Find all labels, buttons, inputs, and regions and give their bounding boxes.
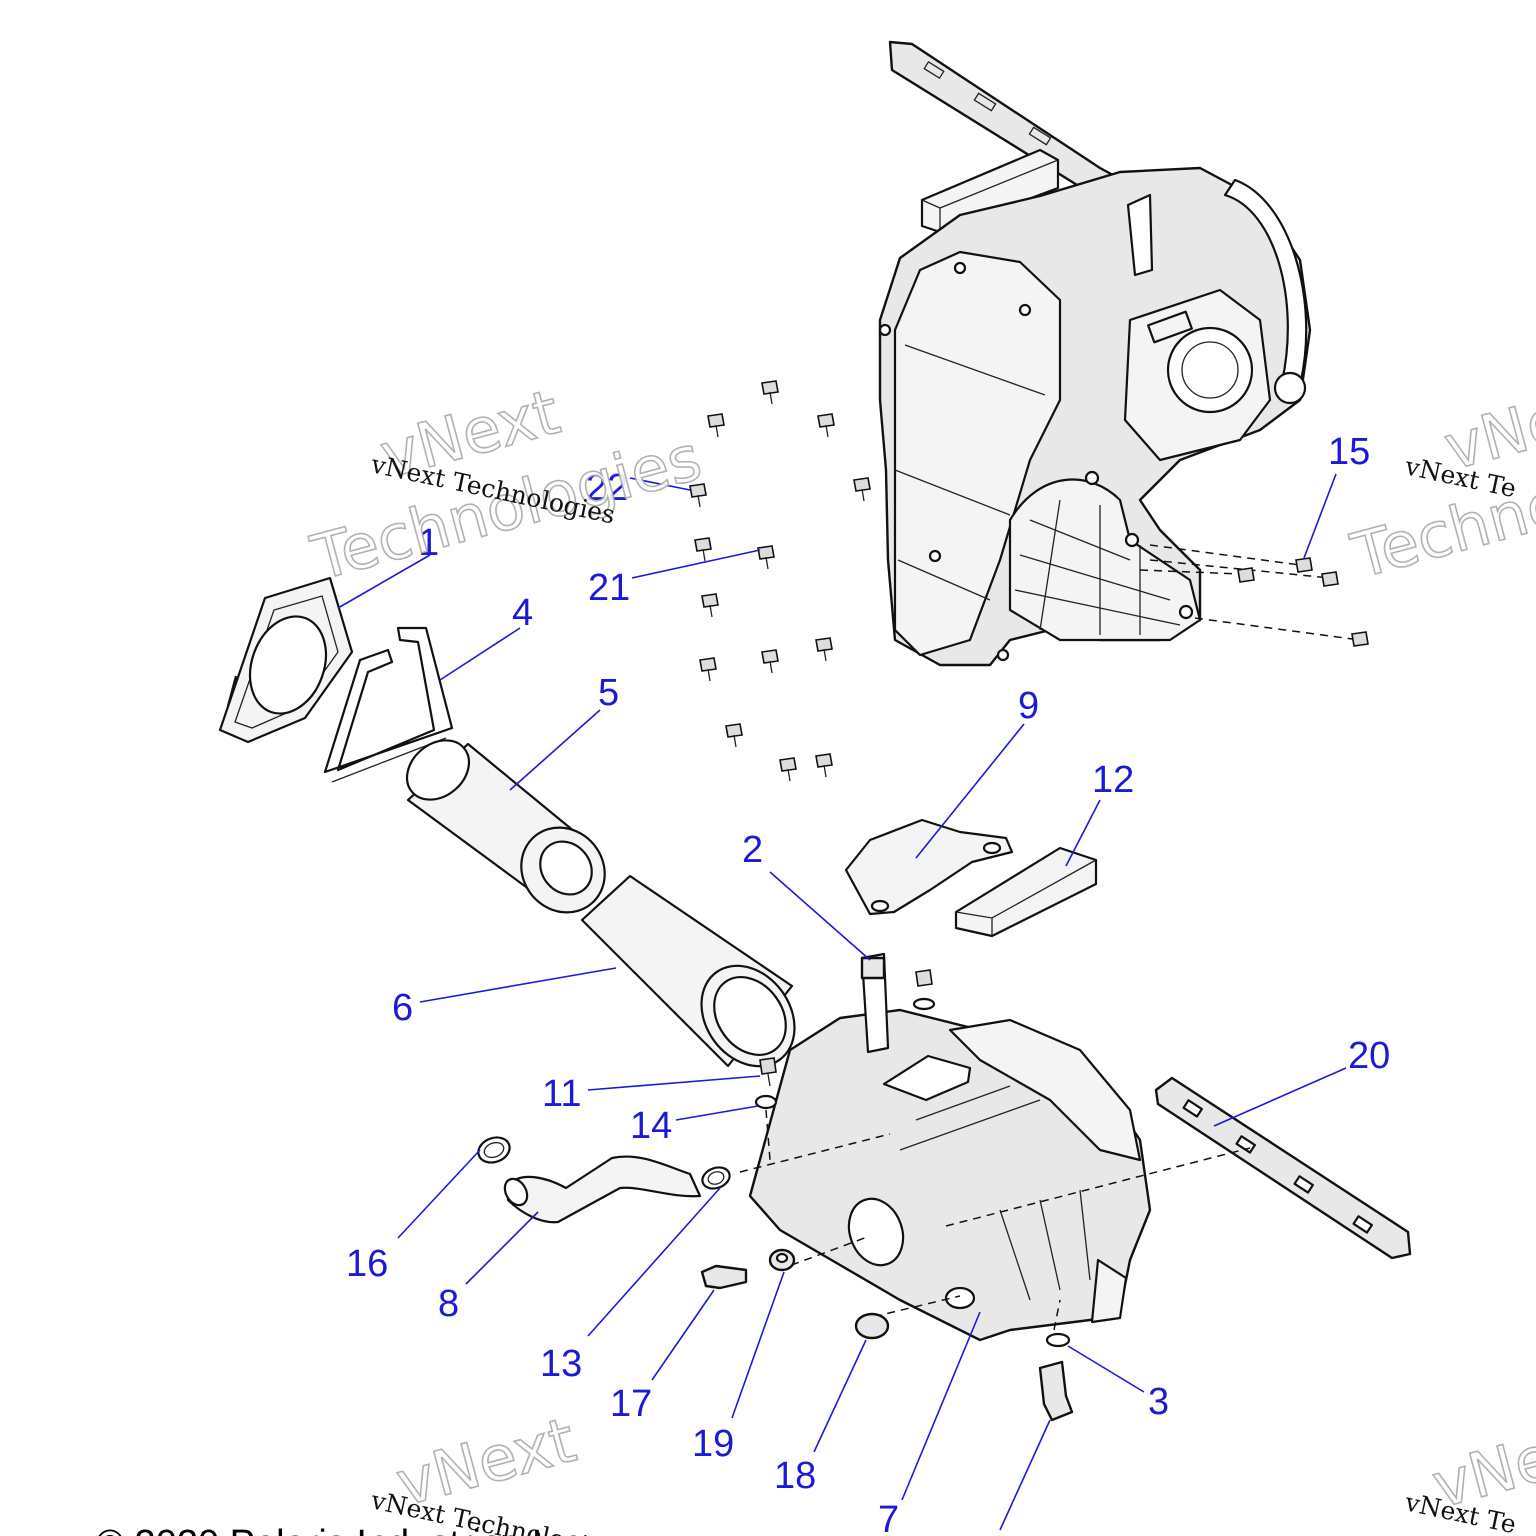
- callout-4: 4: [512, 592, 533, 634]
- part-14-washer: [754, 1094, 778, 1161]
- part-2-latch: [860, 952, 890, 1054]
- part-9-bracket: [844, 818, 1014, 916]
- callout-3: 3: [1148, 1381, 1169, 1423]
- callout-15: 15: [1328, 431, 1370, 473]
- callout-17: 17: [610, 1383, 652, 1425]
- watermark-upper-left: vNext Technologies vNext Technologies: [303, 374, 709, 595]
- upper-airbox-assembly: [878, 40, 1312, 667]
- callout-22: 22: [586, 467, 628, 509]
- callout-9: 9: [1018, 685, 1039, 727]
- callout-16: 16: [346, 1243, 388, 1285]
- callout-18: 18: [774, 1455, 816, 1497]
- part-17-sensor: [700, 1264, 748, 1290]
- part-13-clamp: [701, 1166, 731, 1190]
- part-12-foam-block: [954, 846, 1098, 938]
- leader-lines: [337, 473, 1347, 1531]
- callout-6: 6: [392, 987, 413, 1029]
- callout-labels: 1 2 3 4 5 6 7 8 9 11 12 13 14 15 16 17 1…: [346, 431, 1390, 1536]
- callout-5: 5: [598, 672, 619, 714]
- part-5-inner-filter: [405, 739, 606, 914]
- part-1-filter-cover: [218, 576, 354, 744]
- part-6-outer-filter: [580, 874, 796, 1068]
- copyright-text: © 2020 Polaris Industries Inc.: [96, 1523, 593, 1536]
- callout-1: 1: [418, 522, 439, 564]
- callout-21: 21: [588, 567, 630, 609]
- screw-set: [689, 380, 871, 782]
- part-16-clamp: [477, 1136, 511, 1164]
- part-11-bolt: [759, 1057, 777, 1087]
- callout-13: 13: [540, 1343, 582, 1385]
- callout-7: 7: [878, 1499, 899, 1536]
- callout-2: 2: [742, 829, 763, 871]
- fastener-15-group: [1237, 557, 1369, 647]
- watermark-bottom: vNext vNext Technologies vNe vNext Te: [368, 1402, 1536, 1536]
- part-7-lower-airbox: [748, 1008, 1152, 1342]
- callout-12: 12: [1092, 759, 1134, 801]
- part-18-plug: [854, 1312, 890, 1340]
- part-19-grommet: [768, 1248, 796, 1272]
- part-20-strap: [1154, 1076, 1412, 1260]
- part-3-washer: [1045, 1332, 1071, 1348]
- watermark-right: vNe Technc vNext Te: [1343, 382, 1536, 594]
- drain-valve: [1038, 1360, 1074, 1422]
- callout-14: 14: [630, 1105, 672, 1147]
- top-bolt: [912, 969, 936, 1011]
- callout-11: 11: [542, 1073, 581, 1115]
- callout-20: 20: [1348, 1035, 1390, 1077]
- part-8-hose: [503, 1155, 702, 1224]
- callout-19: 19: [692, 1423, 734, 1465]
- callout-8: 8: [438, 1283, 459, 1325]
